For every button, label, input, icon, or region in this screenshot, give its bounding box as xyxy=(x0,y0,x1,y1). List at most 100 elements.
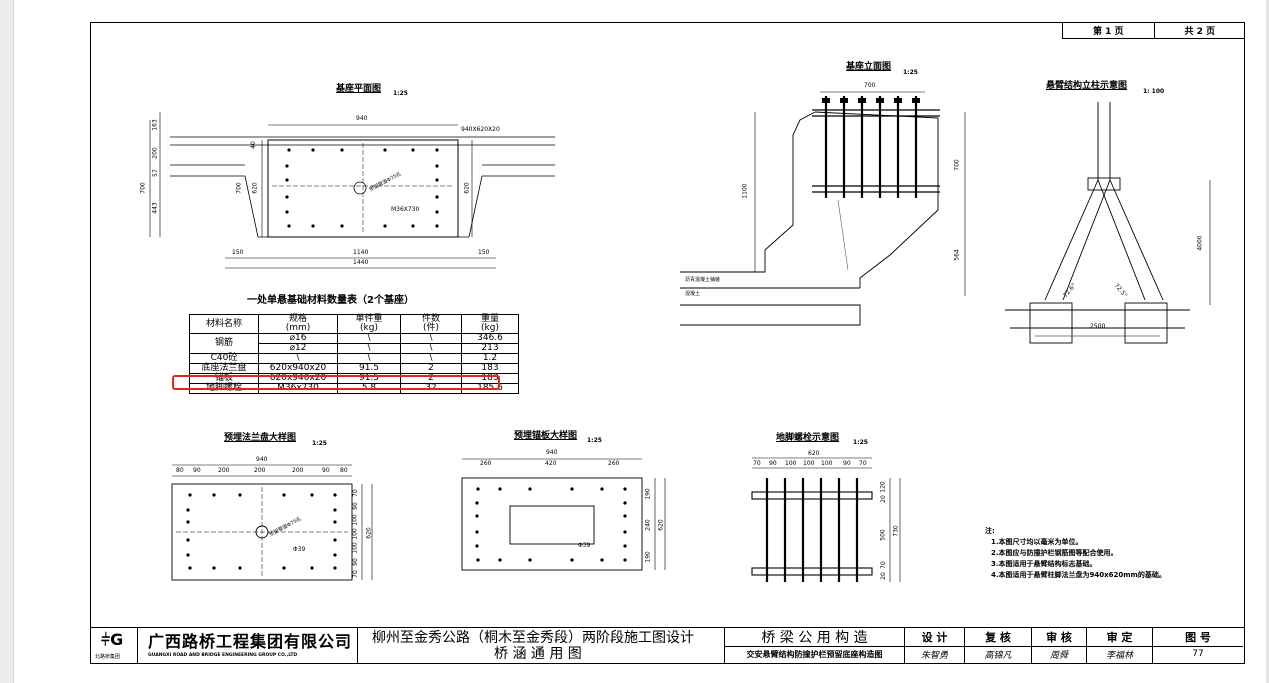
role-label: 图 号 xyxy=(1153,628,1243,647)
drawing-number: 77 xyxy=(1192,649,1204,660)
role-label: 复 核 xyxy=(965,628,1031,647)
anchor-hole-label: Φ39 xyxy=(578,542,591,549)
flange-dim-top: 940 xyxy=(256,456,268,463)
flange-hole-label: Φ39 xyxy=(293,546,306,553)
bolt-seg-0: 70 xyxy=(753,460,761,467)
bolt-seg-4: 100 xyxy=(821,460,833,467)
plan-dim-plate: 940X620X20 xyxy=(461,126,500,133)
bolt-right-0: 120 xyxy=(879,481,887,493)
bolt-right-1: 20 xyxy=(879,495,887,503)
anchor-seg-0: 260 xyxy=(480,460,492,467)
anchor-view-scale: 1:25 xyxy=(587,437,602,444)
plan-dim-total: 1440 xyxy=(353,259,369,266)
column-view-scale: 1: 100 xyxy=(1143,88,1165,95)
anchor-view-title: 预埋锚板大样图 xyxy=(514,431,578,441)
bolt-view-scale: 1:25 xyxy=(853,439,868,446)
logo-mark-icon: ⫩G xyxy=(101,630,124,649)
bolt-right-2: 500 xyxy=(879,529,887,541)
signature: 朱智勇 xyxy=(920,650,948,661)
drawing-name: 交安悬臂结构防撞护栏预留底座构造图 xyxy=(746,649,883,659)
role-review: 审 核 周舜 xyxy=(1032,628,1087,663)
note-item: 2.本图应与防撞护栏钢筋图等配合使用。 xyxy=(991,549,1118,557)
flange-seg-4: 200 xyxy=(292,467,304,474)
note-item: 3.本图适用于悬臂结构标志基础。 xyxy=(991,560,1097,568)
company-name: 广西路桥工程集团有限公司 xyxy=(148,632,353,651)
column-dim-base: 2500 xyxy=(1090,323,1106,330)
company-name-cell: 广西路桥工程集团有限公司 GUANGXI ROAD AND BRIDGE ENG… xyxy=(138,628,358,663)
signature: 周舜 xyxy=(1049,650,1068,661)
page-total: 共 2 页 xyxy=(1184,27,1216,37)
logo-subtext: 北路桥集团 xyxy=(95,654,121,660)
drawing-number-cell: 图 号 77 xyxy=(1153,628,1243,663)
bolt-seg-3: 100 xyxy=(803,460,815,467)
flange-seg-6: 80 xyxy=(340,467,348,474)
plan-dim-top: 940 xyxy=(356,115,368,122)
bolt-seg-2: 100 xyxy=(785,460,797,467)
role-label: 设 计 xyxy=(905,628,964,647)
title-block: ⫩G 北路桥集团 广西路桥工程集团有限公司 GUANGXI ROAD AND B… xyxy=(90,627,1245,664)
red-highlight-box xyxy=(172,375,500,390)
company-name-en: GUANGXI ROAD AND BRIDGE ENGINEERING GROU… xyxy=(148,653,298,658)
plan-dim-b1: 150 xyxy=(232,249,244,256)
note-item: 1.本图尺寸均以毫米为单位。 xyxy=(991,538,1083,546)
bolt-dim-h: 730 xyxy=(892,525,900,537)
material-table: 材料名称 规格 (mm) 单件重 (kg) 件数 (件) 重量 (kg) 钢筋 … xyxy=(189,314,519,394)
plan-dim-b2: 1140 xyxy=(353,249,369,256)
table-row: 钢筋 ⌀16 \ \ 346.6 xyxy=(189,333,519,354)
bolt-right-3: 70 xyxy=(879,561,887,569)
flange-seg-3: 200 xyxy=(254,467,266,474)
bolt-right-4: 20 xyxy=(879,572,887,580)
bolt-view-title: 地脚螺栓示意图 xyxy=(776,433,840,443)
role-label: 审 定 xyxy=(1087,628,1152,647)
elevation-dim-w: 700 xyxy=(864,82,876,89)
flange-seg-0: 80 xyxy=(176,467,184,474)
notes-title: 注: xyxy=(985,527,995,535)
bolt-seg-6: 70 xyxy=(859,460,867,467)
left-scroll-strip xyxy=(0,0,14,683)
anchor-seg-2: 260 xyxy=(608,460,620,467)
flange-seg-5: 90 xyxy=(322,467,330,474)
role-approve: 审 定 李福林 xyxy=(1087,628,1153,663)
elevation-view-scale: 1:25 xyxy=(903,69,918,76)
drawing-title-cell: 桥 梁 公 用 构 造 交安悬臂结构防撞护栏预留底座构造图 xyxy=(725,628,905,663)
elevation-view-title: 基座立面图 xyxy=(846,62,892,72)
plan-view-scale: 1:25 xyxy=(393,90,408,97)
role-check: 复 核 高锦凡 xyxy=(965,628,1032,663)
signature: 李福林 xyxy=(1105,650,1133,661)
flange-seg-2: 200 xyxy=(218,467,230,474)
flange-seg-1: 90 xyxy=(193,467,201,474)
drawing-sheet-border xyxy=(90,22,1245,664)
flange-view-scale: 1:25 xyxy=(312,440,327,447)
material-table-title: 一处单悬基础材料数量表（2个基座） xyxy=(247,295,414,306)
role-design: 设 计 朱智勇 xyxy=(905,628,965,663)
plan-bolt-label: M36X730 xyxy=(391,206,420,213)
elevation-label-concrete: 混凝土 xyxy=(685,291,701,297)
role-label: 审 核 xyxy=(1032,628,1086,647)
right-edge-strip xyxy=(1266,0,1269,683)
table-header-cell: 重量 (kg) xyxy=(461,314,519,334)
signature: 高锦凡 xyxy=(984,650,1012,661)
anchor-seg-1: 420 xyxy=(545,460,557,467)
plan-view-title: 基座平面图 xyxy=(336,84,382,94)
plan-dim-b3: 150 xyxy=(478,249,490,256)
company-logo: ⫩G 北路桥集团 xyxy=(90,628,138,663)
project-subtitle: 桥 涵 通 用 图 xyxy=(494,646,582,662)
page-current: 第 1 页 xyxy=(1063,23,1155,38)
notes-block: 注: 1.本图尺寸均以毫米为单位。 2.本图应与防撞护栏钢筋图等配合使用。 3.… xyxy=(985,526,1166,581)
flange-view-title: 预埋法兰盘大样图 xyxy=(224,433,297,443)
column-view-title: 悬臂结构立柱示意图 xyxy=(1046,81,1128,91)
anchor-dim-top: 940 xyxy=(546,449,558,456)
project-cell: 柳州至金秀公路（桐木至金秀段）两阶段施工图设计 桥 涵 通 用 图 xyxy=(358,628,725,663)
bolt-dim-top: 620 xyxy=(808,450,820,457)
note-item: 4.本图适用于悬臂柱脚法兰盘为940x620mm的基础。 xyxy=(991,571,1166,579)
page-counter: 第 1 页 共 2 页 xyxy=(1062,23,1245,39)
drawing-category: 桥 梁 公 用 构 造 xyxy=(725,628,904,647)
project-name: 柳州至金秀公路（桐木至金秀段）两阶段施工图设计 xyxy=(372,630,694,646)
bolt-seg-1: 90 xyxy=(769,460,777,467)
